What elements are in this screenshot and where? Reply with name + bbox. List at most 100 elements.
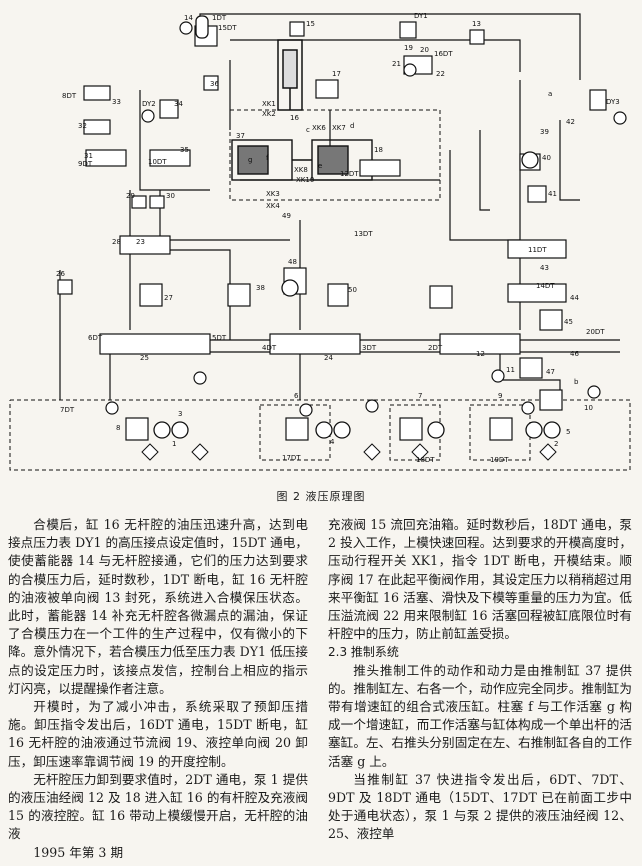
label-14: 14 <box>184 14 193 22</box>
label-38: 38 <box>256 284 265 292</box>
label-35: 35 <box>180 146 189 154</box>
label-9dt: 9DT <box>78 160 93 168</box>
label-22: 22 <box>436 70 445 78</box>
label-11dt: 11DT <box>528 246 547 254</box>
label-f: f <box>266 154 269 162</box>
label-10: 10 <box>584 404 593 412</box>
label-5: 5 <box>566 428 570 436</box>
label-19: 19 <box>404 44 413 52</box>
label-15: 15 <box>306 20 315 28</box>
label-49: 49 <box>282 212 291 220</box>
label-12dt: 12DT <box>340 170 359 178</box>
label-34: 34 <box>174 100 183 108</box>
label-dy1: DY1 <box>414 12 428 20</box>
label-17dt: 17DT <box>282 454 301 462</box>
label-16: 16 <box>290 114 299 122</box>
label-xk6: XK6 <box>312 124 326 132</box>
label-18: 18 <box>374 146 383 154</box>
label-20dt: 20DT <box>586 328 605 336</box>
label-42: 42 <box>566 118 575 126</box>
label-g: g <box>248 156 252 164</box>
label-30: 30 <box>166 192 175 200</box>
paragraph: 开模时，为了减小冲击，系统采取了预卸压措施。卸压指令发出后，16DT 通电，15… <box>8 699 308 769</box>
label-26: 26 <box>56 270 65 278</box>
label-48: 48 <box>288 258 297 266</box>
label-8dt: 8DT <box>62 92 77 100</box>
label-36: 36 <box>210 80 219 88</box>
right-column: 充液阀 15 流回充油箱。延时数秒后，18DT 通电，泵 2 投入工作，上模快速… <box>328 516 632 844</box>
label-21: 21 <box>392 60 401 68</box>
paragraph: 合模后，缸 16 无杆腔的油压迅速升高，达到电接点压力表 DY1 的高压接点设定… <box>8 517 308 696</box>
label-8: 8 <box>116 424 120 432</box>
label-24: 24 <box>324 354 333 362</box>
paragraph: 无杆腔压力卸到要求值时，2DT 通电，泵 1 提供的液压油经阀 12 及 18 … <box>8 771 308 842</box>
label-c: c <box>306 126 310 134</box>
label-dy2: DY2 <box>142 100 156 108</box>
label-9: 9 <box>498 392 502 400</box>
label-18dt: 18DT <box>416 456 435 464</box>
label-41: 41 <box>548 190 557 198</box>
label-xk7: XK7 <box>332 124 346 132</box>
label-31: 31 <box>84 152 93 160</box>
label-13dt: 13DT <box>354 230 373 238</box>
label-3dt: 3DT <box>362 344 377 352</box>
label-10dt: 10DT <box>148 158 167 166</box>
label-d: d <box>350 122 354 130</box>
label-13: 13 <box>472 20 481 28</box>
section-heading: 2.3 推制系统 <box>328 645 399 660</box>
label-6: 6 <box>294 392 299 400</box>
label-1: 1 <box>172 440 176 448</box>
paragraph: 推头推制工件的动作和动力是由推制缸 37 提供的。推制缸左、右各一个，动作应完全… <box>328 662 632 769</box>
label-40: 40 <box>542 154 551 162</box>
label-44: 44 <box>570 294 579 302</box>
label-17: 17 <box>332 70 341 78</box>
label-46: 46 <box>570 350 579 358</box>
label-3: 3 <box>178 410 182 418</box>
label-e: e <box>318 162 322 170</box>
label-xk3: XK3 <box>266 190 280 198</box>
label-2: 2 <box>554 440 558 448</box>
label-39: 39 <box>540 128 549 136</box>
left-column: 合模后，缸 16 无杆腔的油压迅速升高，达到电接点压力表 DY1 的高压接点设定… <box>8 516 308 862</box>
label-a: a <box>548 90 552 98</box>
label-25: 25 <box>140 354 149 362</box>
label-32: 32 <box>78 122 87 130</box>
label-19dt: 19DT <box>490 456 509 464</box>
label-28: 28 <box>112 238 121 246</box>
label-47: 47 <box>546 368 555 376</box>
label-xk4: XK4 <box>266 202 280 210</box>
label-xk2: XK2 <box>262 110 276 118</box>
label-xk8: XK8 <box>294 166 308 174</box>
figure-caption: 图 2 液压原理图 <box>276 490 366 503</box>
label-xk1: XK1 <box>262 100 276 108</box>
label-7dt: 7DT <box>60 406 75 414</box>
label-xk10: XK10 <box>296 176 314 184</box>
label-27: 27 <box>164 294 173 302</box>
label-29: 29 <box>126 192 135 200</box>
label-2dt: 2DT <box>428 344 443 352</box>
label-50: 50 <box>348 286 357 294</box>
label-12: 12 <box>476 350 485 358</box>
label-37: 37 <box>236 132 245 140</box>
label-6dt: 6DT <box>88 334 103 342</box>
hydraulic-schematic: 14 1DT 13 15 16 17 18 19 20 21 22 23 24 … <box>9 12 631 471</box>
label-15dt: 15DT <box>218 24 237 32</box>
paragraph: 当推制缸 37 快进指令发出后，6DT、7DT、9DT 及 18DT 通电（15… <box>328 771 632 842</box>
label-4: 4 <box>330 438 335 446</box>
label-45: 45 <box>564 318 573 326</box>
label-43: 43 <box>540 264 549 272</box>
label-4dt: 4DT <box>262 344 277 352</box>
label-7: 7 <box>418 392 422 400</box>
label-33: 33 <box>112 98 121 106</box>
label-5dt: 5DT <box>212 334 227 342</box>
label-20: 20 <box>420 46 429 54</box>
paragraph: 充液阀 15 流回充油箱。延时数秒后，18DT 通电，泵 2 投入工作，上模快速… <box>328 517 632 642</box>
issue-footer: 1995 年第 3 期 <box>33 844 124 860</box>
label-b: b <box>574 378 579 386</box>
label-23: 23 <box>136 238 145 246</box>
label-dy3: DY3 <box>606 98 620 106</box>
label-11: 11 <box>506 366 515 374</box>
label-16dt: 16DT <box>434 50 453 58</box>
label-1dt: 1DT <box>212 14 227 22</box>
label-14dt: 14DT <box>536 282 555 290</box>
